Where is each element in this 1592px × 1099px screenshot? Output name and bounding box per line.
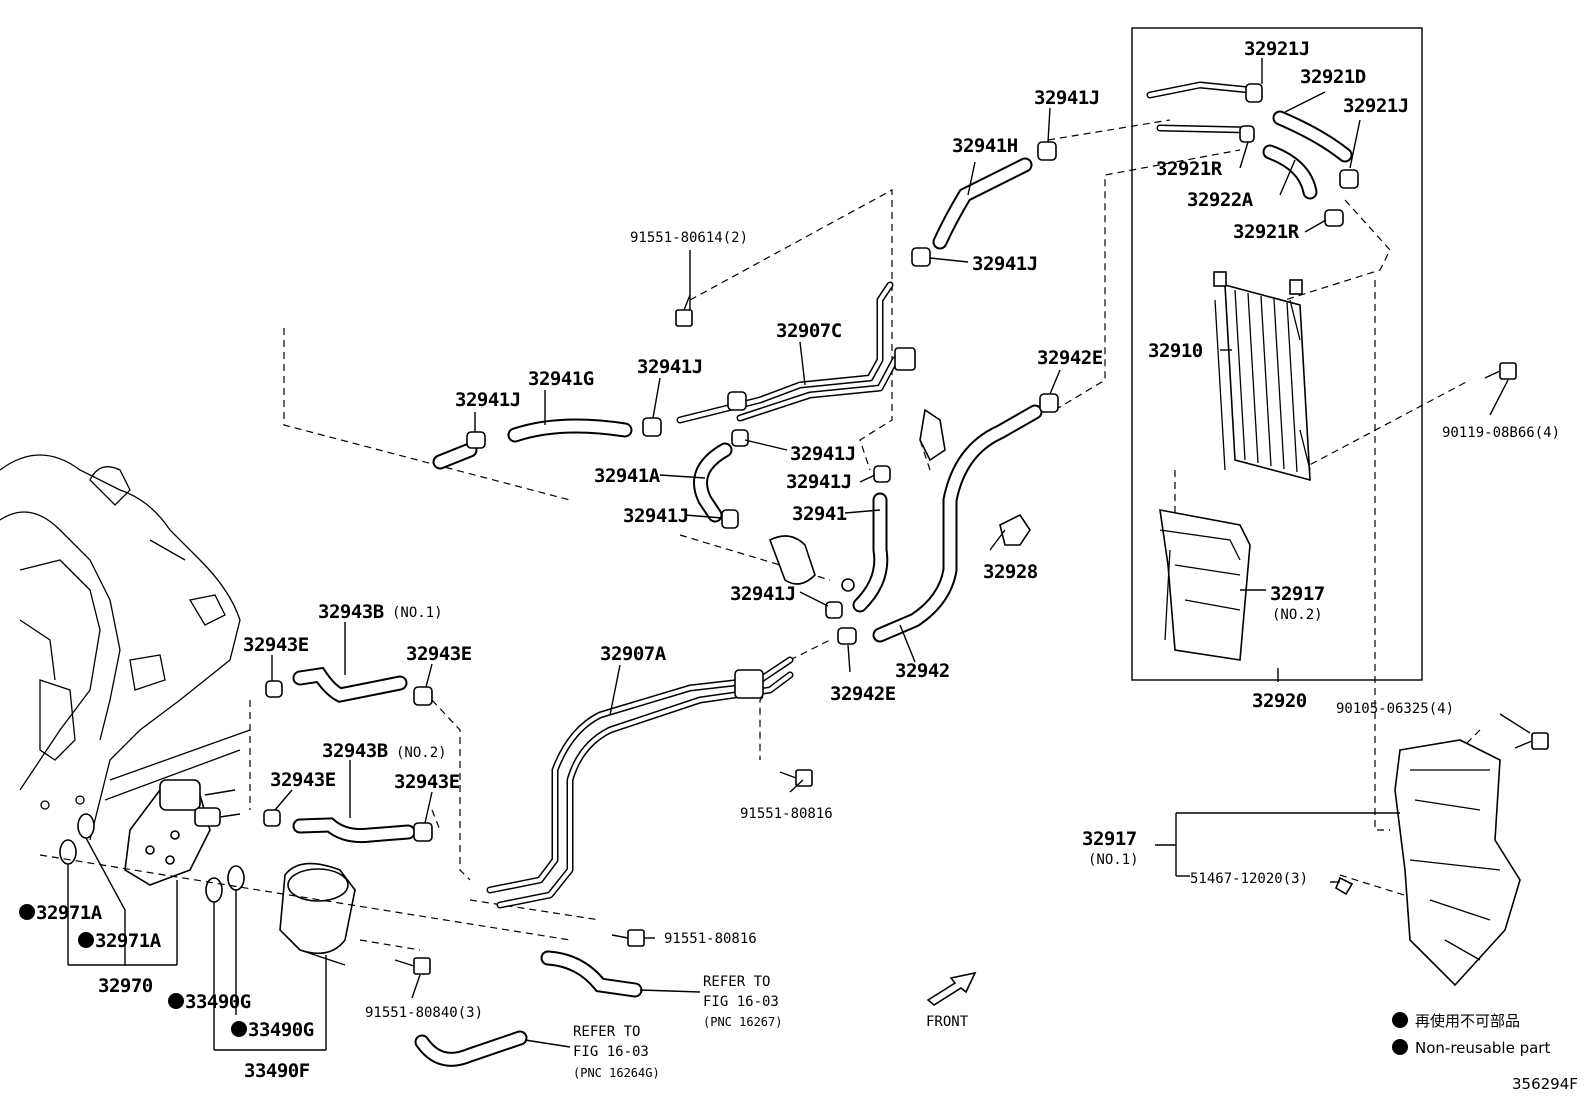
label-32942: 32942 — [895, 660, 950, 682]
refer1-line2: FIG 16-03 — [703, 994, 779, 1010]
refer1-line3: (PNC 16267) — [703, 1015, 782, 1029]
label-bolt-91551-80840: 91551-80840(3) — [365, 1005, 483, 1021]
label-bolt-90105: 90105-06325(4) — [1336, 701, 1454, 717]
label-32943b-no2: 32943B — [322, 740, 388, 762]
label-32943b-no2-sub: (NO.2) — [396, 745, 447, 761]
legend-en: Non-reusable part — [1415, 1039, 1550, 1057]
label-32907c: 32907C — [776, 320, 842, 342]
dashed-leaders — [39, 119, 1481, 951]
label-32941j-g: 32941J — [623, 505, 689, 527]
label-33490g-a: 33490G — [185, 991, 251, 1013]
refer2-line2: FIG 16-03 — [573, 1044, 649, 1060]
label-32971a-a: 32971A — [36, 902, 103, 924]
valve-body-32970 — [124, 779, 241, 886]
leader-lines — [67, 58, 1531, 1051]
label-32970: 32970 — [98, 975, 153, 997]
label-bolt-90119: 90119-08B66(4) — [1442, 425, 1560, 441]
label-clip-51467: 51467-12020(3) — [1190, 871, 1308, 887]
o-ring-32971a-1 — [77, 813, 95, 839]
label-bolt-91551-80816-a: 91551-80816 — [740, 806, 833, 822]
nonreusable-mark-icon — [19, 904, 35, 920]
part-labels: 32921J 32921D 32921J 32921R 32922A 32921… — [19, 38, 1560, 1082]
legend-jp: 再使用不可部品 — [1415, 1012, 1520, 1030]
filter-sketch — [768, 535, 855, 592]
bracket-32917-no2 — [1159, 509, 1251, 661]
label-33490g-b: 33490G — [248, 1019, 314, 1041]
refer1-line1: REFER TO — [703, 974, 770, 990]
label-32943e-c: 32943E — [270, 769, 336, 791]
legend-mark-icon — [1392, 1012, 1408, 1028]
label-32921r-b: 32921R — [1233, 221, 1300, 243]
nonreusable-mark-icon — [168, 993, 184, 1009]
label-32917-no2: 32917 — [1270, 583, 1325, 605]
label-32941j-f: 32941J — [786, 471, 852, 493]
label-33490f: 33490F — [244, 1060, 310, 1082]
label-32928: 32928 — [983, 561, 1038, 583]
tubes — [486, 81, 1254, 909]
label-32907a: 32907A — [600, 643, 667, 665]
bolts — [394, 294, 1549, 975]
label-32922a: 32922A — [1187, 189, 1254, 211]
label-32941: 32941 — [792, 503, 847, 525]
label-32941j-e: 32941J — [790, 443, 856, 465]
label-32943e-a: 32943E — [243, 634, 309, 656]
legend-mark-icon — [1392, 1039, 1408, 1055]
oil-cooler-33490f — [279, 862, 356, 966]
label-32942e-top: 32942E — [1037, 347, 1103, 369]
transmission-housing — [0, 454, 251, 841]
label-32941j-c: 32941J — [637, 356, 703, 378]
bracket-32928 — [999, 513, 1031, 546]
label-32920: 32920 — [1252, 690, 1307, 712]
label-32941j-top: 32941J — [1034, 87, 1100, 109]
hoses — [292, 110, 1353, 1067]
label-32943e-d: 32943E — [394, 771, 460, 793]
nonreusable-mark-icon — [231, 1021, 247, 1037]
label-32943b-no1: 32943B — [318, 601, 384, 623]
bracket-plate — [919, 408, 946, 462]
legend: 再使用不可部品 Non-reusable part — [1392, 1012, 1550, 1057]
label-32941h: 32941H — [952, 135, 1018, 157]
label-32910: 32910 — [1148, 340, 1203, 362]
clamps — [263, 83, 1359, 842]
bracket-32917-no1 — [1394, 739, 1521, 987]
label-32921d: 32921D — [1300, 66, 1366, 88]
label-32971a-b: 32971A — [95, 930, 162, 952]
label-32921r-a: 32921R — [1156, 158, 1223, 180]
cooler-32910 — [1213, 271, 1311, 482]
label-32921j-a: 32921J — [1244, 38, 1310, 60]
label-32941j-mid: 32941J — [972, 253, 1038, 275]
label-32943b-no1-sub: (NO.1) — [392, 605, 443, 621]
refer2-line1: REFER TO — [573, 1024, 640, 1040]
label-32943e-b: 32943E — [406, 643, 472, 665]
label-32917-no1: 32917 — [1082, 828, 1137, 850]
label-32941g: 32941G — [528, 368, 594, 390]
label-32917-no2-sub: (NO.2) — [1272, 607, 1323, 623]
assembly-32920-box — [1131, 27, 1423, 681]
figure-id: 356294F — [1512, 1075, 1578, 1093]
front-arrow-icon — [926, 971, 977, 1006]
refer2-line3: (PNC 16264G) — [573, 1066, 660, 1080]
label-32917-no1-sub: (NO.1) — [1088, 852, 1139, 868]
label-32941j-h: 32941J — [730, 583, 796, 605]
label-32941j-d: 32941J — [455, 389, 521, 411]
label-bolt-91551-80816-b: 91551-80816 — [664, 931, 757, 947]
nonreusable-mark-icon — [78, 932, 94, 948]
label-front: FRONT — [926, 1014, 969, 1030]
o-ring-32971a-2 — [59, 839, 77, 865]
label-32921j-b: 32921J — [1343, 95, 1409, 117]
label-32942e-bot: 32942E — [830, 683, 896, 705]
label-32941a: 32941A — [594, 465, 661, 487]
label-bolt-91551-80614: 91551-80614(2) — [630, 230, 748, 246]
